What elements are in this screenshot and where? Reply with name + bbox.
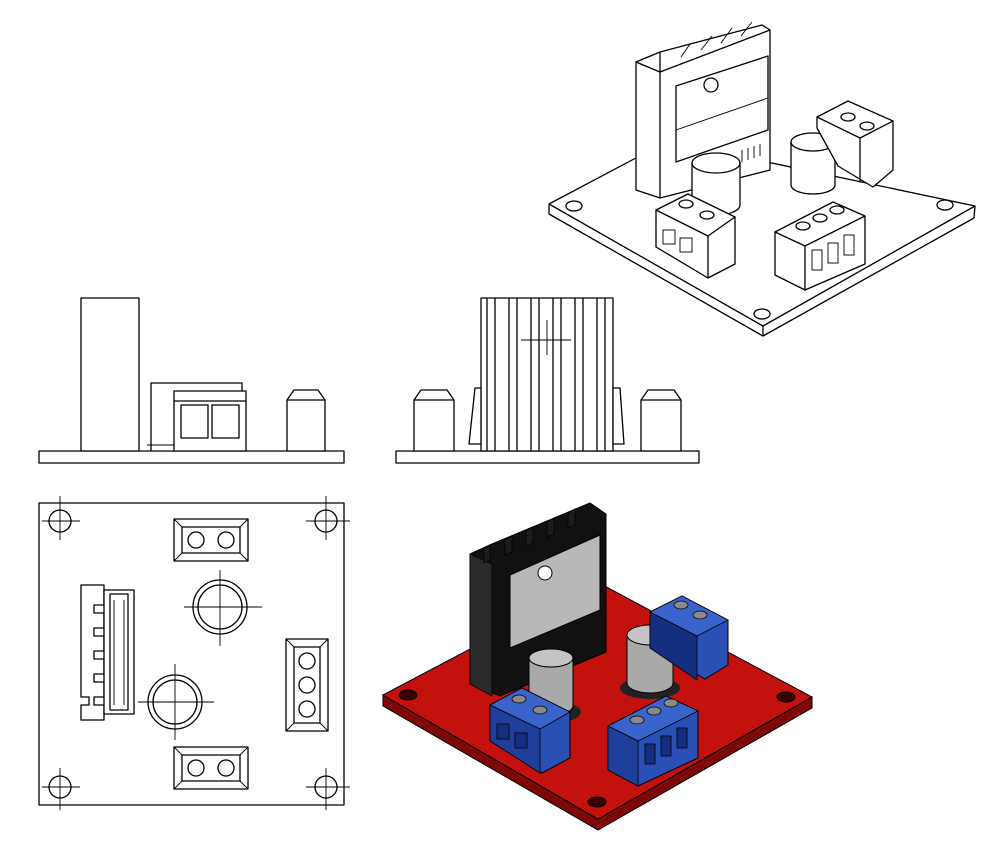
pcb-edge-right	[395, 450, 700, 464]
capacitor-right-wireframe	[790, 132, 836, 195]
front-view	[38, 297, 345, 464]
heatsink-front	[80, 297, 140, 452]
right-view	[395, 297, 700, 464]
terminal-block-front	[173, 390, 247, 452]
isometric-wireframe-view	[548, 21, 976, 337]
terminal-block-back-wireframe	[816, 100, 894, 188]
heatsink-right	[468, 297, 625, 452]
terminal-block-right-shaded	[607, 695, 699, 787]
pcb-edge-front	[38, 450, 345, 464]
heatsink-shaded	[469, 502, 607, 697]
terminal-top-side	[285, 638, 329, 732]
terminal-block-back-shaded	[649, 595, 729, 681]
isometric-shaded-view	[381, 502, 814, 831]
terminal-side-front	[286, 389, 326, 452]
terminal-top-lower	[173, 746, 249, 790]
terminal-block-right-wireframe	[774, 201, 866, 291]
terminal-block-left-wireframe	[655, 193, 736, 279]
terminal-top-upper	[173, 518, 249, 562]
terminal-side-right-a	[413, 389, 455, 452]
top-view	[38, 496, 350, 810]
mounting-holes-top	[42, 496, 350, 810]
capacitor-top-lower	[138, 664, 214, 740]
capacitor-top-upper	[184, 570, 262, 646]
heatsink-top	[80, 584, 135, 721]
heatsink-wireframe	[635, 21, 771, 199]
mounting-holes	[565, 199, 954, 320]
terminal-block-left-shaded	[489, 687, 571, 774]
terminal-side-right-b	[640, 389, 682, 452]
